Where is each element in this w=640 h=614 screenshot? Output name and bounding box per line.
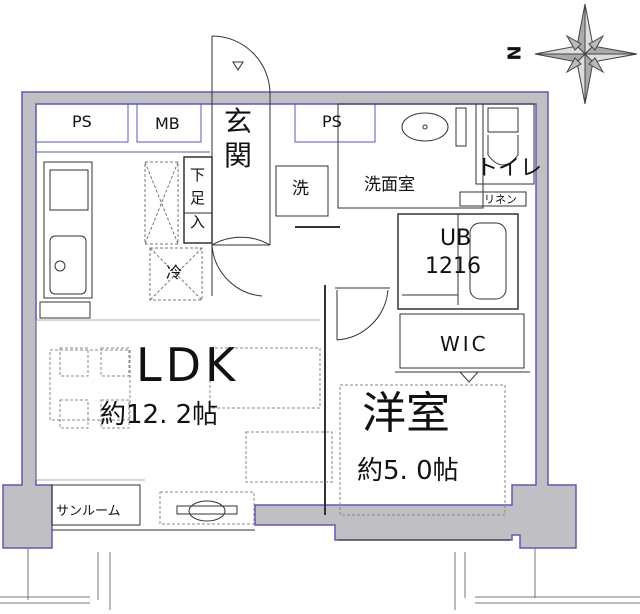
room-label-mb: MB bbox=[155, 114, 180, 133]
room-label-entrance-1: 玄 bbox=[224, 105, 253, 138]
room-label-entrance-2: 関 bbox=[224, 139, 253, 172]
outer-walls bbox=[2, 91, 577, 549]
room-label-ub-size: 1216 bbox=[425, 254, 481, 279]
room-label-ub: UB bbox=[440, 226, 472, 251]
room-label-western: 洋室 bbox=[362, 388, 450, 439]
room-label-ps-right: PS bbox=[322, 112, 342, 131]
room-label-shoe-1: 下 bbox=[190, 166, 206, 184]
room-label-fridge: 冷 bbox=[166, 263, 183, 282]
room-label-wic: WIC bbox=[440, 332, 489, 356]
room-label-ps-left: PS bbox=[72, 112, 92, 131]
room-label-washer: 洗 bbox=[292, 179, 309, 199]
room-label-shoe-3: 入 bbox=[190, 213, 206, 231]
room-size-ldk: 約12. 2帖 bbox=[100, 400, 219, 430]
room-label-toilet: トイレ bbox=[476, 156, 543, 181]
room-label-washroom: 洗面室 bbox=[364, 175, 415, 195]
room-size-western: 約5. 0帖 bbox=[357, 456, 459, 486]
room-label-shoe-2: 足 bbox=[190, 189, 206, 207]
room-label-linen: リネン bbox=[484, 193, 517, 206]
compass-rose-icon bbox=[534, 3, 638, 105]
room-label-sunroom: サンルーム bbox=[56, 504, 121, 519]
room-label-ldk: LDK bbox=[136, 338, 240, 392]
compass-north-label: N bbox=[504, 45, 526, 61]
